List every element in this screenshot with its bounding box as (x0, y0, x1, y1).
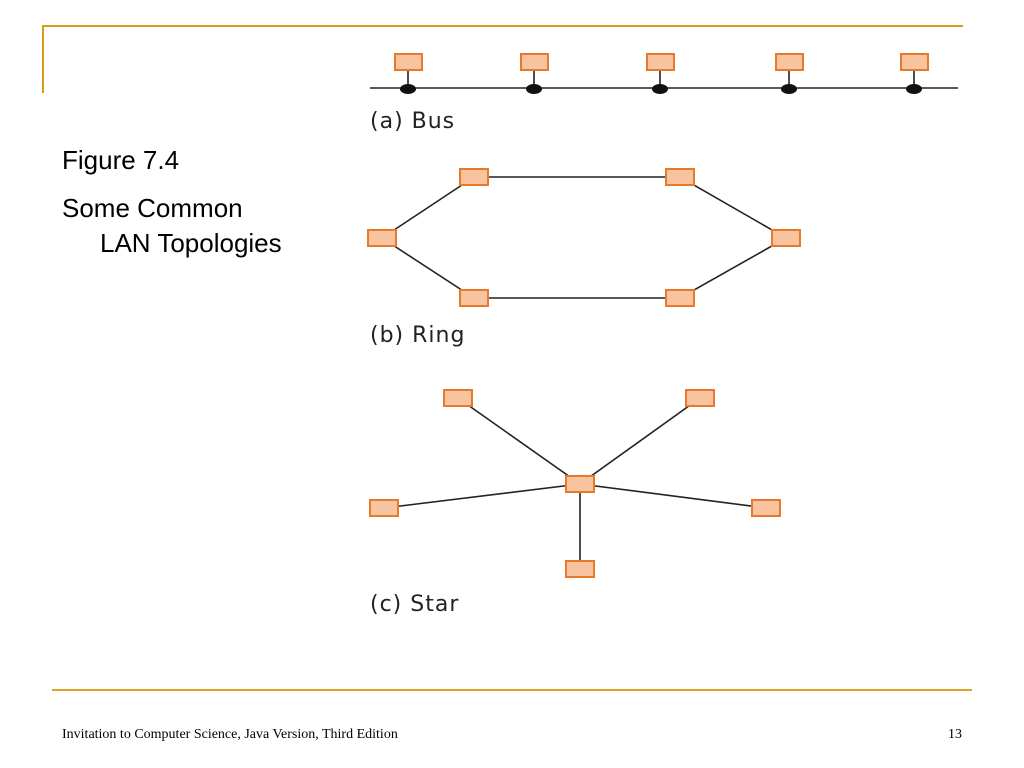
page-number: 13 (948, 727, 962, 742)
bus-node-1 (394, 53, 423, 94)
star-links (383, 397, 767, 569)
footer-book-title: Invitation to Computer Science, Java Ver… (62, 727, 398, 742)
star-node-left (369, 499, 399, 517)
star-node-top-left (443, 389, 473, 407)
ring-label: (b) Ring (370, 323, 465, 348)
bus-node-4 (775, 53, 804, 94)
bus-diagram: (a) Bus (370, 53, 958, 134)
star-node-right (751, 499, 781, 517)
bus-node-2 (520, 53, 549, 94)
left-border-line (42, 25, 44, 93)
figure-title-line1: Some Common (62, 193, 243, 223)
ring-node-5 (459, 289, 489, 307)
star-hub (565, 475, 595, 493)
star-label: (c) Star (370, 592, 459, 617)
ring-node-2 (665, 168, 695, 186)
bus-node-5 (900, 53, 929, 94)
ring-node-3 (771, 229, 801, 247)
top-border-line (42, 25, 963, 27)
bus-label: (a) Bus (370, 109, 455, 134)
ring-diagram: (b) Ring (367, 168, 801, 348)
figure-number: Figure 7.4 (62, 145, 180, 175)
figure-title-line2: LAN Topologies (100, 228, 282, 258)
star-node-top-right (685, 389, 715, 407)
bus-node-3 (646, 53, 675, 94)
ring-node-4 (665, 289, 695, 307)
ring-node-1 (459, 168, 489, 186)
ring-node-6 (367, 229, 397, 247)
ring-links (380, 176, 788, 299)
star-node-bottom (565, 560, 595, 578)
star-diagram: (c) Star (369, 389, 781, 617)
footer-divider (52, 689, 972, 691)
